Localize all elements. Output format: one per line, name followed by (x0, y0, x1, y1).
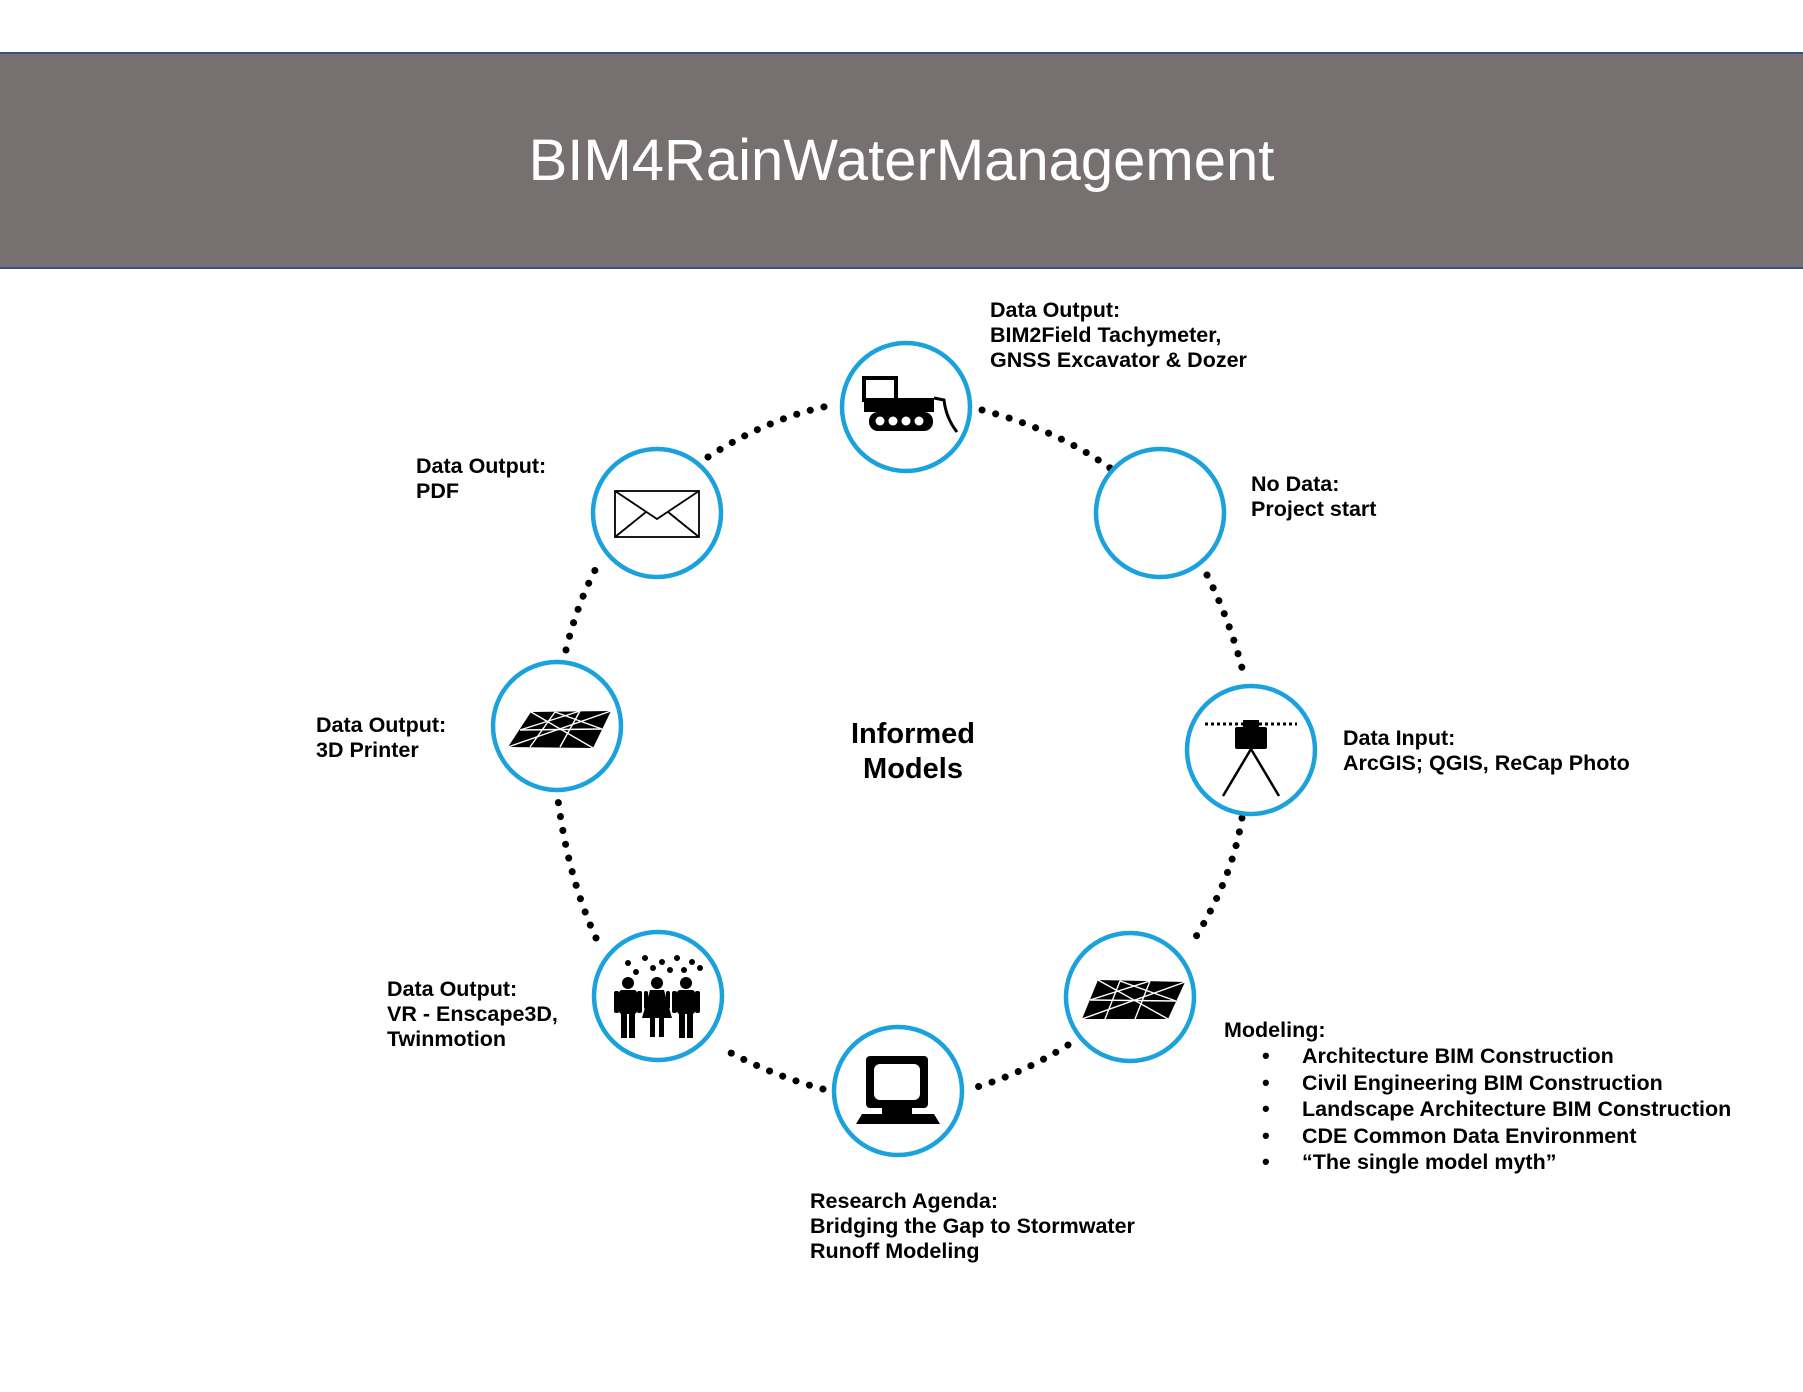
connector-research-to-vr (716, 1043, 827, 1093)
label-research: Research Agenda: Bridging the Gap to Sto… (810, 1189, 1135, 1264)
list-item: Civil Engineering BIM Construction (1224, 1070, 1731, 1097)
label-heading: Modeling: (1224, 1018, 1326, 1042)
label-modeling: Modeling: Architecture BIM Construction … (1224, 1018, 1731, 1176)
people-in-rain-icon (614, 955, 703, 1038)
label-project-start: No Data: Project start (1251, 472, 1376, 522)
label-line: Twinmotion (387, 1027, 507, 1051)
label-heading: Data Input: (1343, 726, 1456, 750)
label-line: GNSS Excavator & Dozer (990, 348, 1247, 372)
label-line: BIM2Field Tachymeter, (990, 323, 1222, 347)
center-title-line1: Informed (850, 718, 976, 750)
label-line: VR - Enscape3D, (387, 1002, 558, 1026)
node-circle-project-start (1093, 446, 1227, 580)
label-heading: Data Output: (387, 977, 518, 1001)
list-item: Architecture BIM Construction (1224, 1043, 1731, 1070)
terrain-mesh-icon (507, 710, 612, 749)
center-title-line2: Models (863, 753, 963, 785)
connector-start-to-input (1203, 571, 1249, 684)
connector-excavator-to-start (978, 406, 1114, 472)
label-heading: Data Output: (416, 454, 547, 478)
label-data-input: Data Input: ArcGIS; QGIS, ReCap Photo (1343, 726, 1630, 776)
envelope-icon (614, 490, 700, 538)
center-title: Informed Models (813, 717, 1013, 787)
label-line: ArcGIS; QGIS, ReCap Photo (1343, 751, 1630, 775)
label-printer: Data Output: 3D Printer (316, 713, 446, 763)
modeling-list: Architecture BIM Construction Civil Engi… (1224, 1043, 1731, 1176)
excavator-dozer-icon (862, 376, 959, 433)
label-heading: Research Agenda: (810, 1189, 998, 1213)
dotted-connectors (553, 401, 1249, 1093)
label-heading: Data Output: (990, 298, 1121, 322)
label-excavator: Data Output: BIM2Field Tachymeter, GNSS … (990, 298, 1247, 373)
label-line: 3D Printer (316, 738, 419, 762)
title-banner: BIM4RainWaterManagement (0, 52, 1803, 269)
connector-input-to-modeling (1188, 814, 1246, 947)
connector-printer-to-pdf (562, 557, 604, 654)
terrain-mesh-icon (1081, 979, 1186, 1020)
label-vr: Data Output: VR - Enscape3D, Twinmotion (387, 977, 558, 1052)
list-item: “The single model myth” (1224, 1149, 1731, 1176)
page-title: BIM4RainWaterManagement (528, 128, 1275, 193)
label-line: Project start (1251, 497, 1377, 521)
connector-pdf-to-excavator (704, 401, 837, 461)
node-circle-pdf (590, 446, 724, 580)
label-line: PDF (416, 479, 459, 503)
list-item: CDE Common Data Environment (1224, 1123, 1731, 1150)
label-line: Bridging the Gap to Stormwater (810, 1214, 1135, 1238)
label-pdf: Data Output: PDF (416, 454, 546, 504)
list-item: Landscape Architecture BIM Construction (1224, 1096, 1731, 1123)
connector-vr-to-printer (553, 788, 600, 942)
label-heading: No Data: (1251, 472, 1340, 496)
label-line: Runoff Modeling (810, 1239, 980, 1263)
surveying-tripod-icon (1205, 720, 1297, 797)
connector-modeling-to-research (966, 1041, 1072, 1093)
computer-monitor-icon (856, 1056, 940, 1124)
label-heading: Data Output: (316, 713, 447, 737)
